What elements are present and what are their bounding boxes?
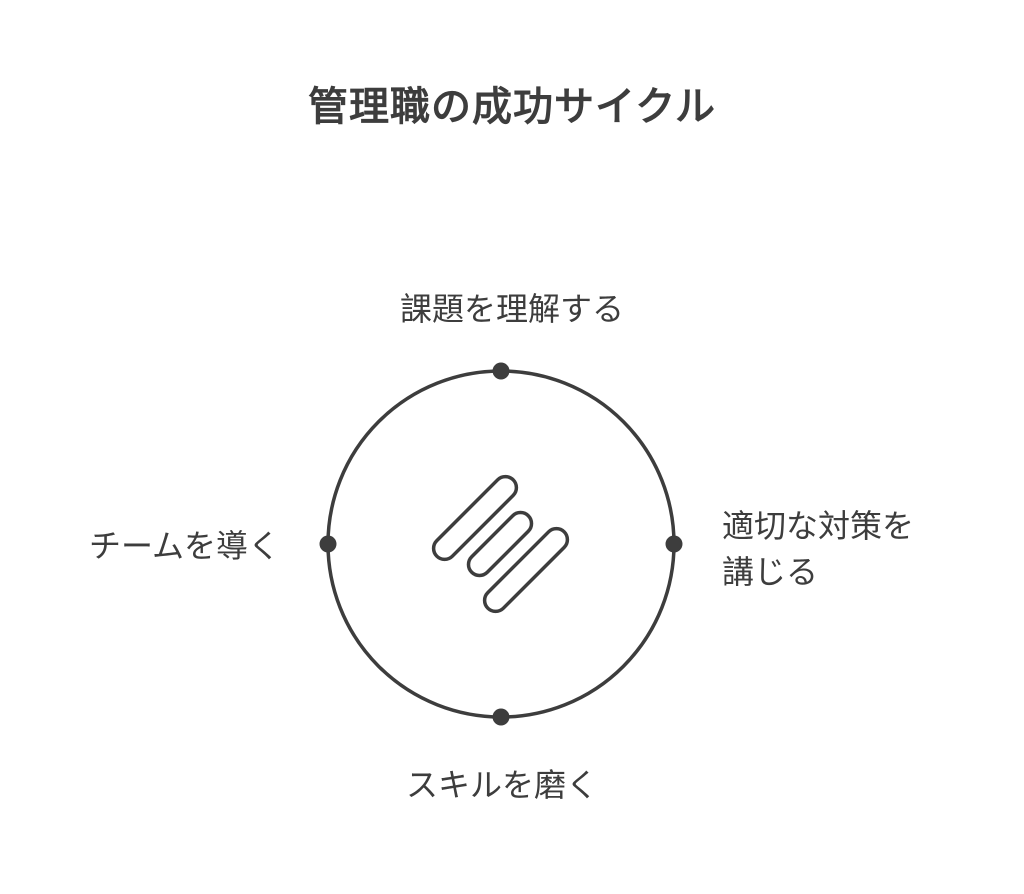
node-right-dot — [665, 535, 683, 553]
node-left-dot — [319, 535, 337, 553]
step-label-take-measures-line1: 適切な対策を — [722, 507, 915, 545]
node-bottom-dot — [492, 708, 510, 726]
step-label-understand-issue: 課題を理解する — [399, 290, 624, 328]
cycle-circle — [326, 369, 676, 719]
diagram-title: 管理職の成功サイクル — [308, 84, 716, 130]
step-label-hone-skills: スキルを磨く — [405, 766, 598, 804]
node-top-dot — [492, 362, 510, 380]
link-chain-icon — [431, 474, 570, 614]
step-label-take-measures-line2: 講じる — [722, 553, 819, 591]
step-label-lead-team: チームを導く — [88, 527, 280, 565]
step-label-take-measures: 適切な対策を 講じる — [722, 503, 962, 595]
